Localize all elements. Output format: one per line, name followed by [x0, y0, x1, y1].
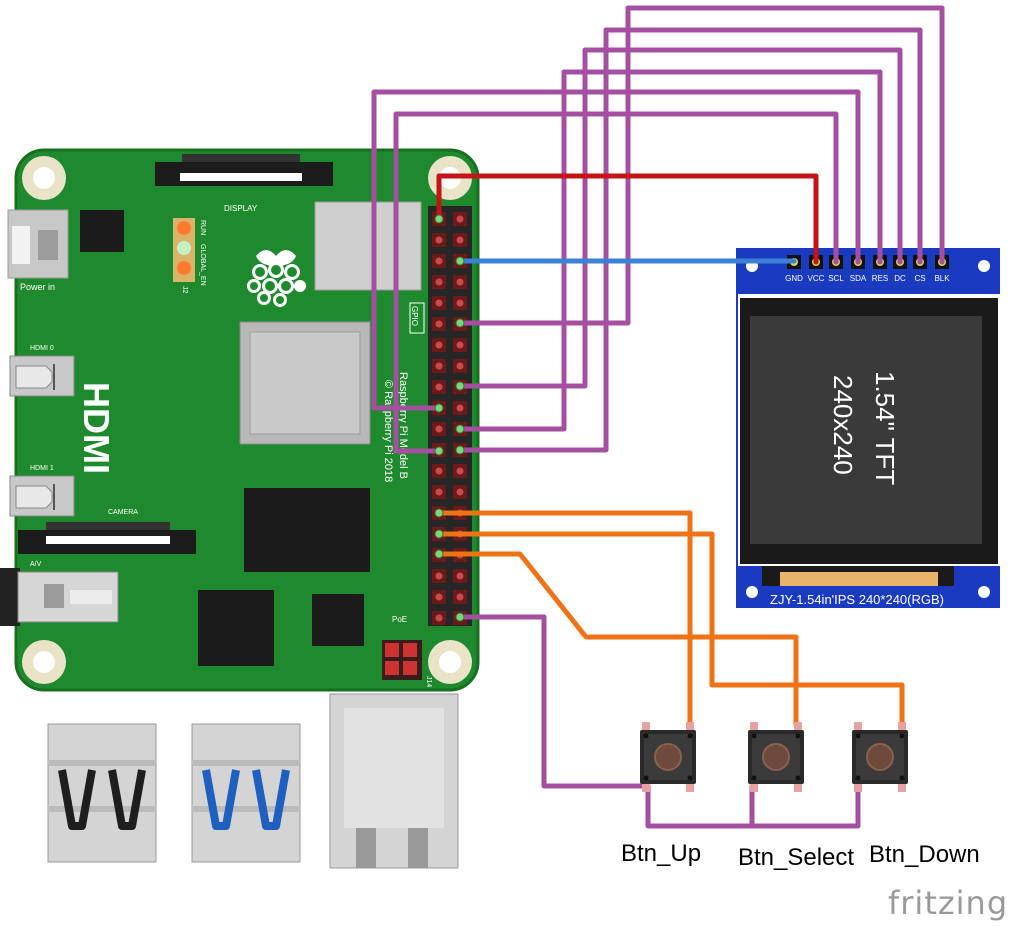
- av-label: A/V: [30, 561, 42, 568]
- tft-pin-label: DC: [894, 274, 906, 283]
- btn-down-switch: [852, 722, 908, 792]
- poe-label: PoE: [392, 615, 407, 624]
- raspberry-pi-board: DISPLAY Power in RUN GLOBAL_EN J2: [0, 148, 480, 869]
- btn-select-switch: [748, 722, 804, 792]
- av-jack: [0, 568, 119, 626]
- usb3-port: [191, 723, 301, 863]
- power-in-port: [7, 209, 69, 279]
- copyright-label: © Raspberry Pi 2018: [382, 380, 394, 482]
- hdmi-1-label: HDMI 1: [30, 465, 54, 472]
- wires: [371, 5, 945, 829]
- power-in-label: Power in: [20, 282, 55, 292]
- wire-btn-select: [436, 531, 905, 727]
- wire-btn-up: [436, 510, 693, 727]
- display-label: DISPLAY: [224, 204, 258, 213]
- wire-blk: [457, 5, 945, 326]
- tft-pin-label: GND: [785, 274, 803, 283]
- hdmi-0-port: [9, 355, 75, 397]
- hdmi-label: HDMI: [76, 382, 117, 474]
- wire-endpoints: [434, 214, 465, 622]
- fritzing-watermark: fritzing: [888, 884, 1009, 922]
- push-buttons: [640, 722, 908, 792]
- usb2-port: [47, 723, 157, 863]
- j14-label: J14: [425, 676, 432, 687]
- tft-pin-label: SDA: [850, 274, 867, 283]
- usb3-label: USB3: [178, 812, 187, 833]
- tft-pin-label: SCL: [828, 274, 844, 283]
- ethernet-label: Ethernet: [462, 786, 471, 817]
- poe-header: [382, 640, 422, 680]
- status-leds: [173, 218, 195, 282]
- camera-label: CAMERA: [108, 509, 138, 516]
- j2-label: J2: [181, 286, 188, 294]
- tft-screen-resolution: 240x240: [828, 375, 858, 475]
- wire-btn-down: [436, 551, 799, 727]
- ethernet-port: [329, 693, 459, 869]
- tft-pin-label: CS: [914, 274, 925, 283]
- gpio-header: [428, 206, 472, 626]
- wire-vcc: [436, 173, 819, 265]
- btn-up-switch: [640, 722, 696, 792]
- soc-chip: [239, 321, 371, 445]
- model-label: Raspberry Pi Model B: [397, 372, 409, 479]
- wire-cs: [457, 27, 923, 453]
- tft-model-label: ZJY-1.54in'IPS 240*240(RGB): [770, 592, 944, 607]
- tft-pin-label: BLK: [934, 274, 950, 283]
- camera-connector: [18, 522, 196, 554]
- usb2-label: USB2: [32, 812, 41, 833]
- tft-screen-size: 1.54" TFT: [870, 371, 900, 485]
- mounting-hole-bottom-right: [428, 640, 472, 684]
- tft-pin-label: RES: [872, 274, 888, 283]
- mounting-hole-top-left: [22, 156, 66, 200]
- gpio-label-box: [409, 302, 425, 334]
- wire-scl: [393, 111, 839, 454]
- hdmi-0-label: HDMI 0: [30, 345, 54, 352]
- mounting-hole-bottom-left: [22, 640, 66, 684]
- tft-pin-label: VCC: [808, 274, 825, 283]
- raspberry-logo-icon: [247, 250, 306, 307]
- wire-btn-ground: [457, 614, 861, 829]
- chip: [80, 210, 124, 252]
- wire-dc: [457, 47, 903, 389]
- global-en-label: GLOBAL_EN: [199, 244, 206, 286]
- gpio-label: GPIO: [410, 306, 419, 326]
- wifi-module: [314, 201, 422, 291]
- hdmi-1-port: [9, 475, 75, 517]
- display-connector: [155, 154, 333, 186]
- btn-down-label: Btn_Down: [869, 841, 980, 868]
- btn-select-label: Btn_Select: [738, 844, 855, 871]
- usb-chip: [198, 590, 274, 666]
- ram-chip: [244, 488, 370, 572]
- wire-res: [457, 69, 883, 432]
- btn-up-label: Btn_Up: [621, 840, 702, 867]
- ethernet-chip: [312, 594, 364, 646]
- run-label: RUN: [199, 220, 206, 235]
